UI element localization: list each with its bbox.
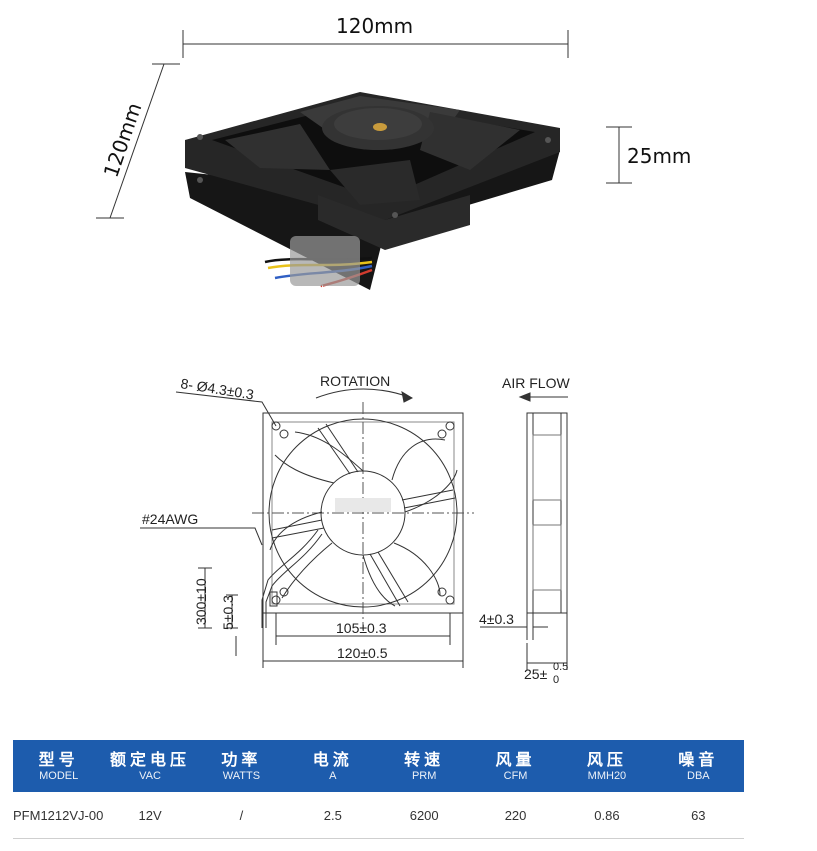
fan-blades xyxy=(269,431,458,607)
holes-label: 8- Ø4.3±0.3 xyxy=(180,375,256,402)
cell-noise: 63 xyxy=(691,807,706,823)
mounting-holes xyxy=(271,421,455,605)
hole-spacing-label: 105±0.3 xyxy=(336,620,387,636)
depth-tol-lower: 0 xyxy=(553,674,559,686)
cell-power: / xyxy=(239,807,244,823)
depth-tol-upper: 0.5 xyxy=(553,661,568,673)
fan-body xyxy=(185,92,560,290)
depth-dimension-line xyxy=(606,126,632,184)
lead-wires xyxy=(261,529,319,628)
cell-speed: 6200 xyxy=(409,807,439,823)
rotation-arrow xyxy=(315,388,413,399)
depth-label: 25mm xyxy=(627,144,692,168)
flange-label: 4±0.3 xyxy=(479,611,514,627)
cell-model: PFM1212VJ-00 xyxy=(13,807,104,823)
wire-connector xyxy=(290,236,360,286)
cell-voltage: 12V xyxy=(138,807,162,823)
depth-label-main: 25± xyxy=(524,666,548,682)
fan-photo xyxy=(96,30,632,290)
width-label: 120mm xyxy=(336,14,414,38)
technical-drawing: 8- Ø4.3±0.3 ROTATION AIR FLOW #24AWG 300… xyxy=(140,373,570,686)
struts xyxy=(271,423,456,607)
height-dimension-line xyxy=(96,63,180,219)
cell-current: 2.5 xyxy=(323,807,342,823)
strip-length-label: 5±0.3 xyxy=(220,595,236,630)
side-view-frame xyxy=(526,412,568,614)
rotation-label: ROTATION xyxy=(320,373,390,389)
holes-leader xyxy=(175,391,277,427)
airflow-label: AIR FLOW xyxy=(502,375,570,391)
cell-airflow: 220 xyxy=(504,807,527,823)
table-row: PFM1212VJ-00 12V / 2.5 6200 220 0.86 63 xyxy=(13,792,744,839)
rotor-circle xyxy=(268,418,458,608)
hub-label-blur xyxy=(335,498,391,512)
frame-width-label: 120±0.5 xyxy=(337,645,388,661)
wire-gauge-label: #24AWG xyxy=(142,511,198,527)
cell-pressure: 0.86 xyxy=(594,807,620,823)
wire-leader xyxy=(140,527,263,546)
lead-length-label: 300±10 xyxy=(193,578,209,625)
width-dimension-line xyxy=(182,30,569,58)
